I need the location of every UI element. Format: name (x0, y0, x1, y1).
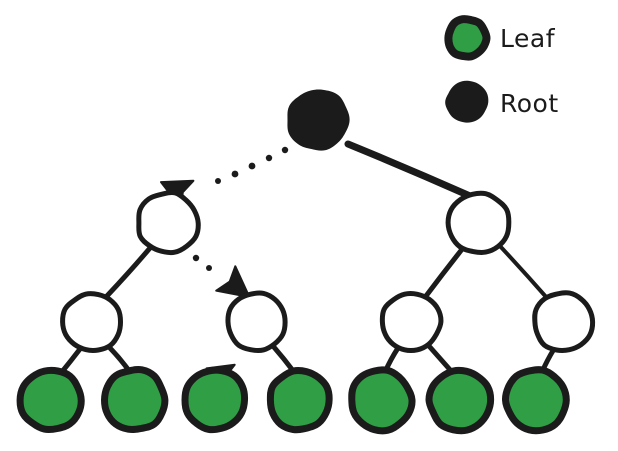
tree-node-n-rl[interactable] (379, 290, 444, 354)
leaf-node-circle[interactable] (501, 366, 570, 435)
arrow-dot (231, 170, 239, 178)
internal-node-circle[interactable] (136, 189, 201, 256)
arrow-dot (215, 178, 221, 184)
internal-node-circle[interactable] (225, 290, 288, 354)
nodes-layer (16, 89, 596, 435)
legend-item-leaf: Leaf (444, 15, 556, 61)
leaf-node-circle[interactable] (348, 366, 416, 435)
tree-node-root[interactable] (287, 89, 350, 151)
tree-edge (103, 245, 153, 300)
legend-swatch-root-icon (445, 80, 489, 123)
tree-node-n-lr[interactable] (225, 290, 288, 354)
traversal-arrows-layer (160, 146, 289, 391)
arrow-dot (192, 254, 200, 262)
tree-edge (426, 343, 455, 375)
tree-node-leaf-7[interactable] (501, 366, 570, 435)
tree-node-leaf-2[interactable] (101, 365, 169, 434)
legend-label-leaf: Leaf (500, 24, 556, 53)
tree-node-leaf-3[interactable] (181, 366, 249, 434)
tree-node-leaf-1[interactable] (16, 366, 85, 434)
tree-node-n-r[interactable] (445, 190, 512, 256)
leaf-node-circle[interactable] (101, 365, 169, 434)
tree-edge (497, 243, 549, 300)
legend-label-root: Root (500, 89, 559, 118)
tree-node-leaf-5[interactable] (348, 366, 416, 435)
internal-node-circle[interactable] (60, 291, 123, 354)
edges-layer (58, 140, 557, 376)
internal-node-circle[interactable] (445, 190, 512, 256)
arrow-dot (206, 265, 212, 271)
tree-node-n-ll[interactable] (60, 291, 123, 354)
arrow-dot (248, 162, 256, 170)
legend-item-root: Root (445, 80, 559, 123)
traversal-arrow (192, 254, 251, 298)
arrow-head-icon (215, 265, 251, 298)
tree-node-n-l[interactable] (136, 189, 201, 256)
root-node-circle[interactable] (287, 89, 350, 151)
tree-edge (423, 245, 466, 299)
arrow-dot (281, 146, 289, 154)
internal-node-circle[interactable] (532, 290, 596, 354)
internal-node-circle[interactable] (379, 290, 444, 354)
tree-node-n-rr[interactable] (532, 290, 596, 354)
arrow-dot (265, 154, 273, 162)
tree-node-leaf-4[interactable] (266, 366, 333, 434)
leaf-node-circle[interactable] (181, 366, 249, 434)
legend-swatch-leaf-icon (444, 15, 491, 61)
tree-node-leaf-6[interactable] (425, 366, 495, 435)
leaf-node-circle[interactable] (266, 366, 333, 434)
tree-edge (344, 140, 474, 200)
leaf-node-circle[interactable] (425, 366, 495, 435)
leaf-node-circle[interactable] (16, 366, 85, 434)
